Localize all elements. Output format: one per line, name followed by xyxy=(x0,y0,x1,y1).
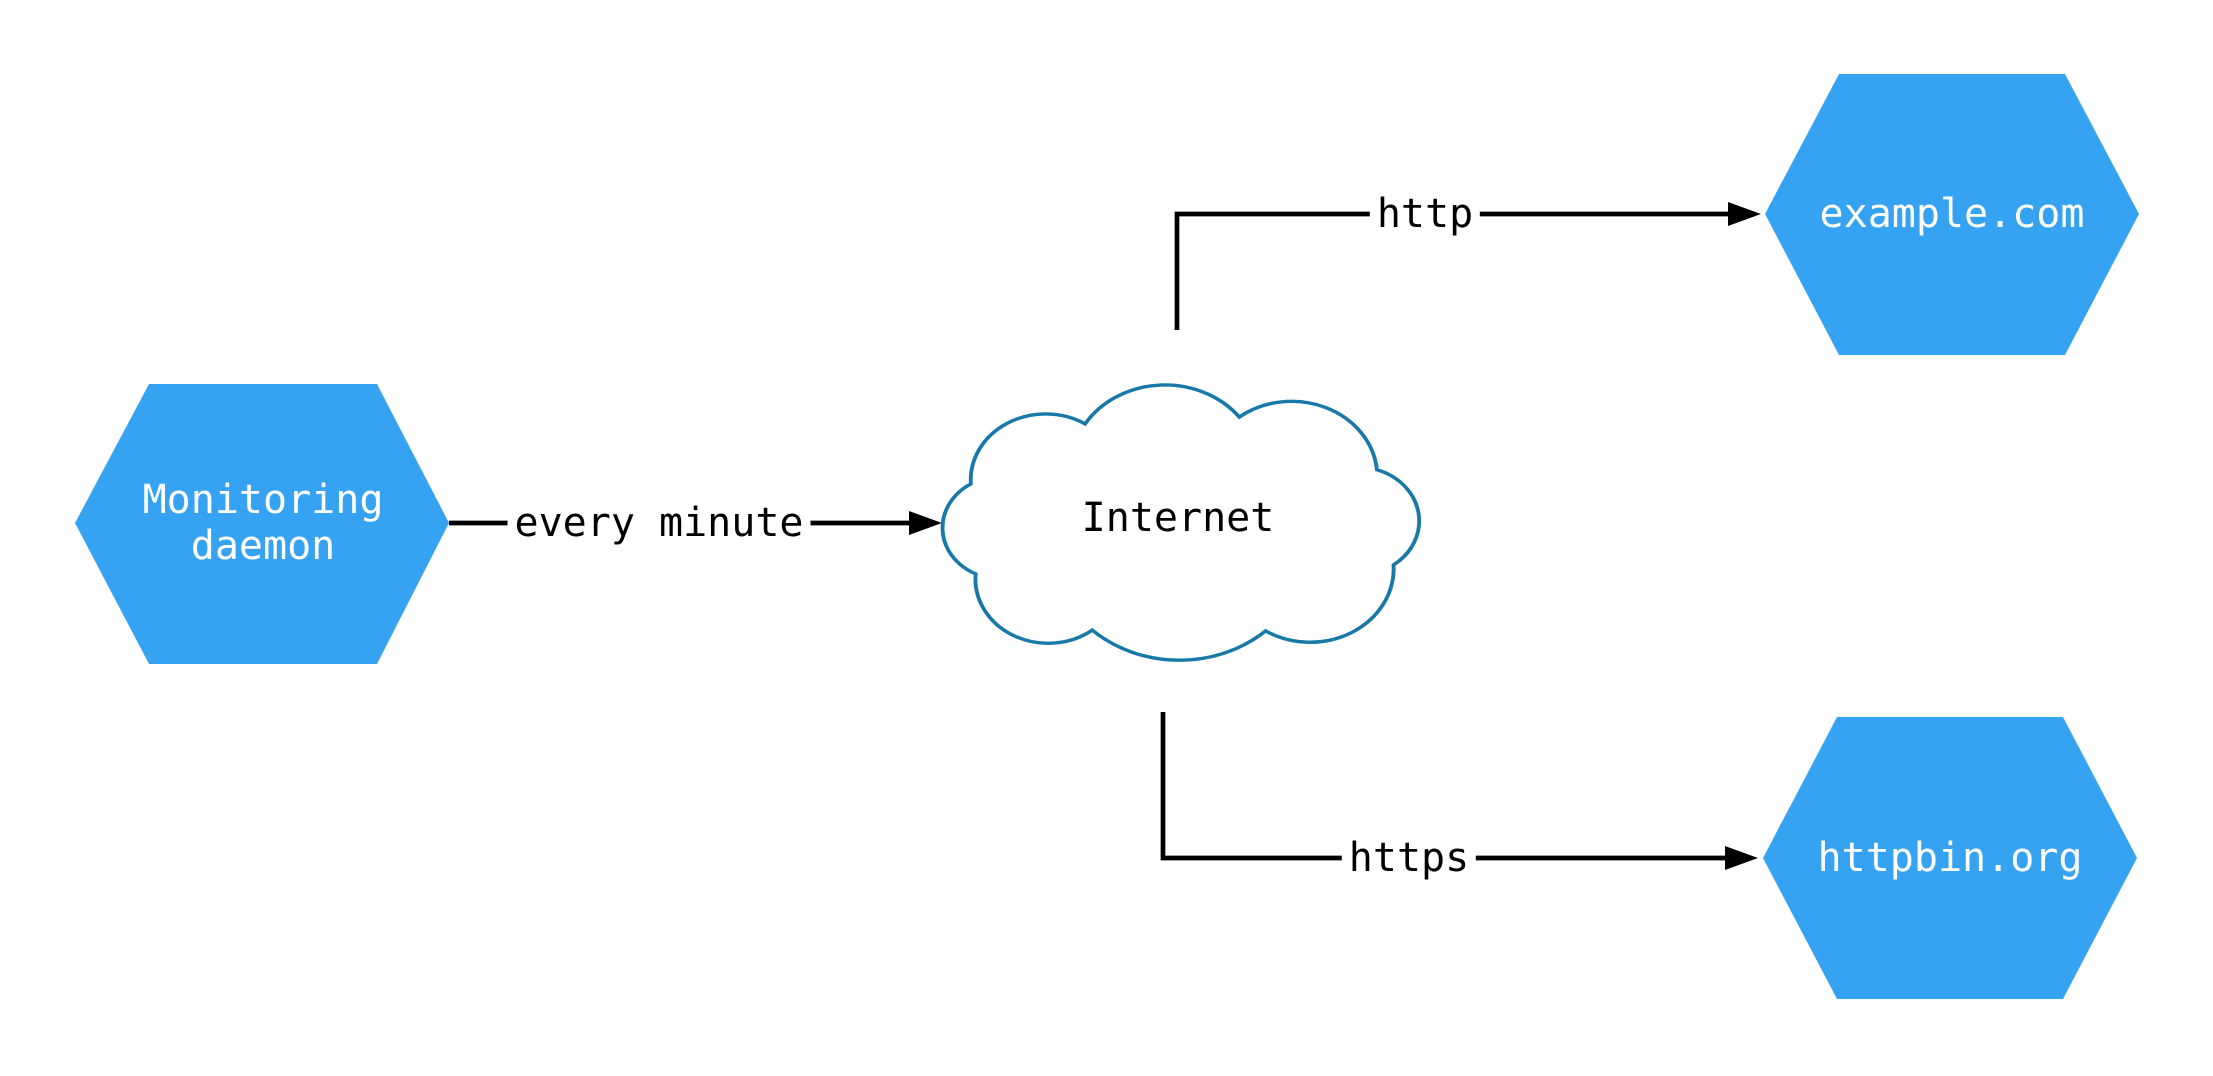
hexagon-shape-monitoring-daemon xyxy=(75,384,449,664)
edge-label-every-minute: every minute xyxy=(507,499,811,547)
node-label-line: Monitoring xyxy=(142,477,384,523)
hexagon-shape-example-com xyxy=(1765,74,2139,355)
edge-label-https: https xyxy=(1341,834,1477,882)
node-label-line: daemon xyxy=(190,523,336,569)
edge-label-http: http xyxy=(1369,190,1481,238)
arrowhead-icon xyxy=(1728,202,1761,226)
edge-line-http xyxy=(1174,211,1728,330)
edge-internet-to-example xyxy=(1174,202,1761,330)
cloud-shape-internet xyxy=(940,383,1422,662)
arrowhead-icon xyxy=(909,511,942,535)
hexagon-shape-httpbin-org xyxy=(1763,717,2137,999)
node-label-monitoring-daemon: Monitoring daemon xyxy=(143,477,384,569)
edge-internet-to-httpbin xyxy=(1160,712,1758,870)
node-label-example-com: example.com xyxy=(1819,191,2085,237)
node-label-httpbin-org: httpbin.org xyxy=(1817,835,2083,881)
node-label-internet: Internet xyxy=(1081,495,1275,541)
arrowhead-icon xyxy=(1725,846,1758,870)
edge-line-https xyxy=(1160,712,1725,861)
